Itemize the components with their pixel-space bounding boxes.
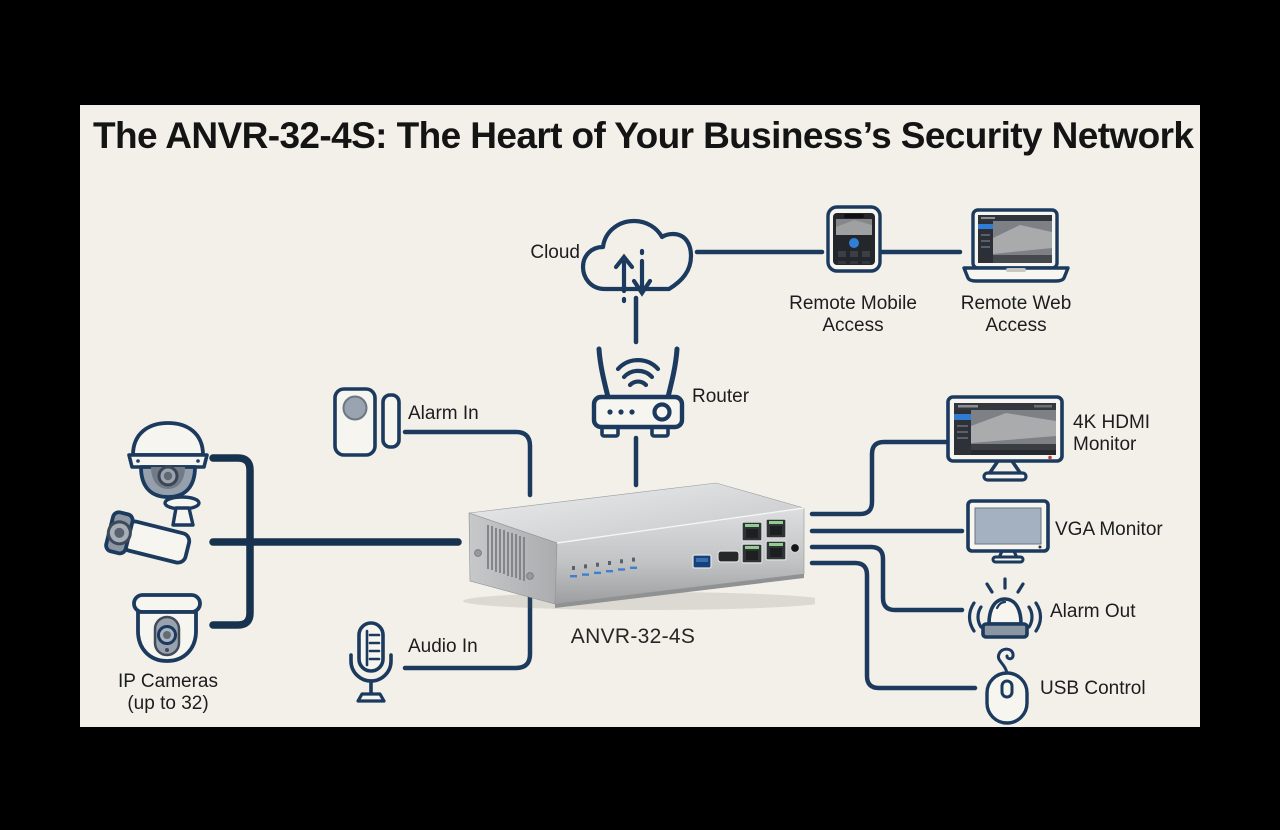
door-sensor-icon [333,387,403,459]
smartphone-icon [826,205,882,273]
line-nvr-to-usb [809,560,978,691]
vga-monitor-label: VGA Monitor [1055,519,1163,540]
ip-cameras-label-line1: IP Cameras [118,671,218,692]
monitor-4k-icon [946,395,1066,483]
siren-icon [963,577,1047,647]
line-alarm-in-to-nvr [402,429,533,498]
connection-lines [209,249,978,691]
usb-control-label: USB Control [1040,678,1146,699]
ip-cameras-label-line2: (up to 32) [127,693,209,715]
nvr-device-image [450,475,815,615]
monitor-vga-icon [966,499,1050,565]
router-label: Router [692,386,750,407]
device-model-label: ANVR-32-4S [570,625,696,648]
ip-cameras-label: IP Cameras (up to 32) [108,671,228,716]
remote-web-label: Remote Web Access [960,293,1072,337]
ptz-camera-icon [126,591,208,673]
page-title: The ANVR-32-4S: The Heart of Your Busine… [93,115,1194,156]
hdmi-monitor-label: 4K HDMI Monitor [1073,412,1151,456]
line-nvr-to-alarm-out [809,544,965,613]
microphone-icon [342,621,400,709]
alarm-out-label: Alarm Out [1050,601,1136,622]
dome-camera-icon [123,417,213,503]
line-audio-in-to-nvr [402,594,533,671]
bullet-camera-icon [96,491,218,579]
router-icon [586,337,690,445]
diagram-canvas: The ANVR-32-4S: The Heart of Your Busine… [80,105,1200,727]
remote-mobile-label: Remote Mobile Access [789,293,917,337]
alarm-in-label: Alarm In [408,403,479,424]
audio-in-label: Audio In [408,636,478,657]
cloud-label: Cloud [530,242,580,263]
line-nvr-to-hdmi [809,439,951,517]
mouse-icon [978,645,1036,725]
cloud-sync-icon [577,203,695,315]
laptop-icon [960,208,1072,286]
